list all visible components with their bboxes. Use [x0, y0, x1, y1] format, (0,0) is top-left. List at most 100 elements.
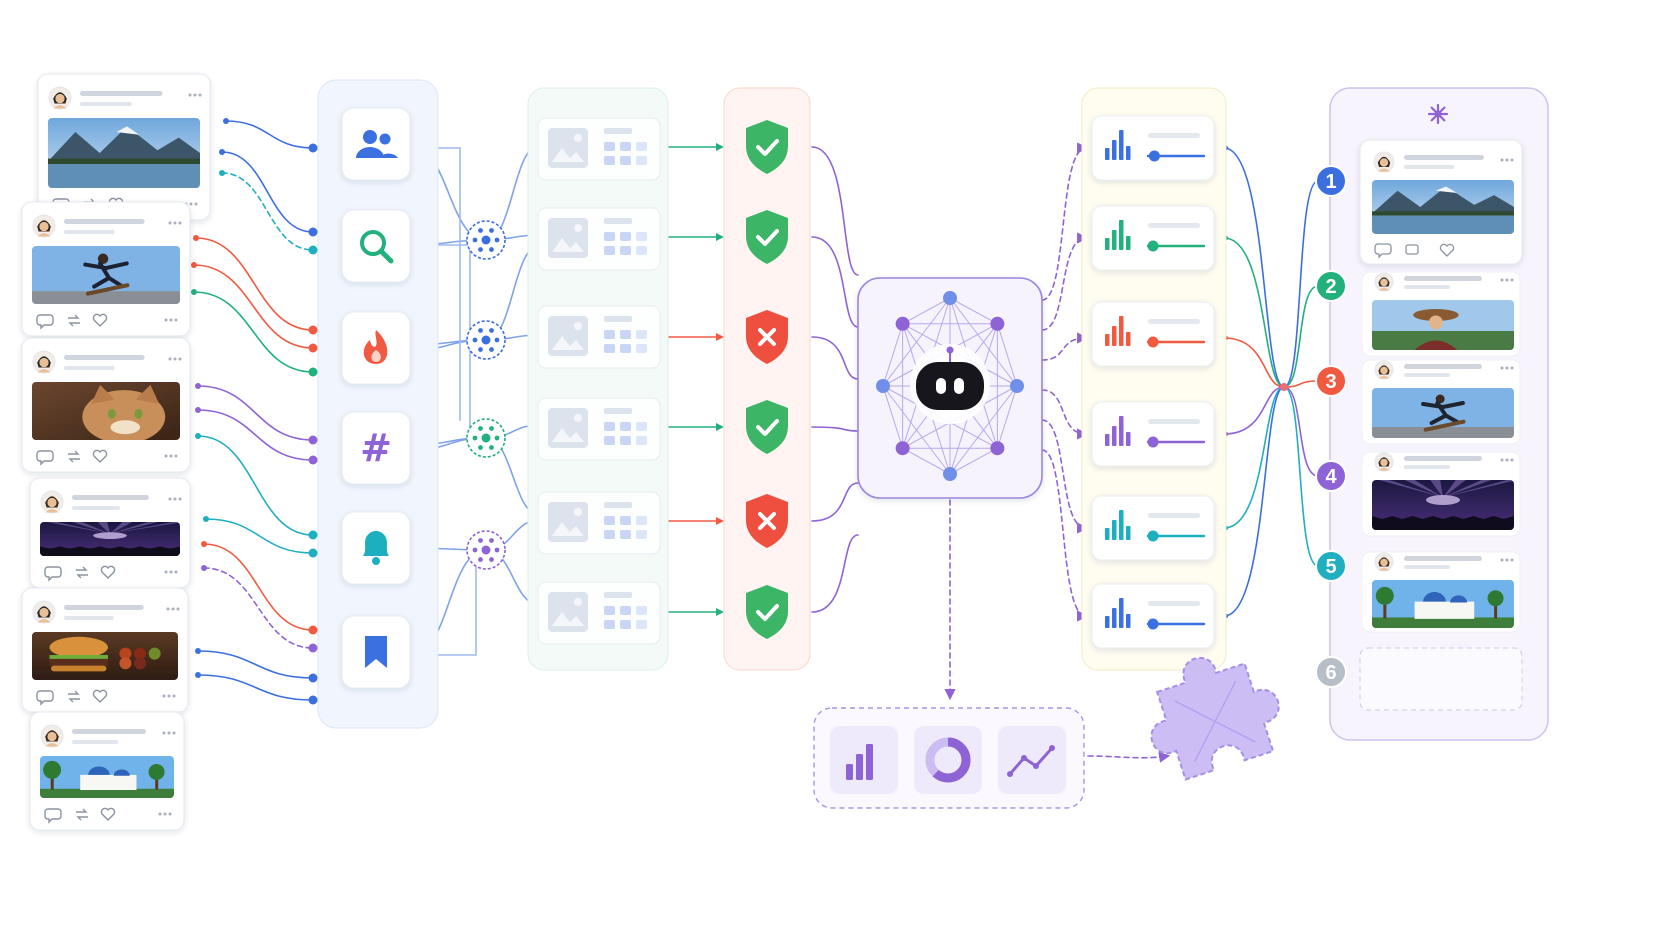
stage-glow	[1425, 495, 1461, 505]
rank-badge-1[interactable]: 1	[1315, 165, 1347, 197]
feature-card[interactable]	[537, 207, 661, 271]
grid-cell	[636, 422, 647, 431]
feed-post-row[interactable]	[1361, 451, 1521, 537]
stage-light	[1404, 480, 1443, 498]
feature-card[interactable]	[537, 305, 661, 369]
puzzle-icon[interactable]	[1132, 638, 1292, 785]
rank-badge-2[interactable]: 2	[1315, 270, 1347, 302]
grid-cell	[620, 606, 631, 615]
signal-tile-bookmark[interactable]	[341, 615, 411, 689]
score-slider-handle	[1147, 336, 1159, 348]
puzzle-piece	[1150, 656, 1280, 781]
signal-tile-flame[interactable]	[341, 311, 411, 385]
feature-card[interactable]	[537, 581, 661, 645]
bar-chart-icon	[1105, 220, 1131, 250]
ranking-score-card[interactable]	[1091, 583, 1215, 649]
feed-post-row[interactable]	[1361, 551, 1521, 633]
connector-line	[1041, 232, 1089, 331]
grid-cell	[636, 156, 647, 165]
image-glyph-sun	[574, 224, 582, 232]
hat	[1413, 309, 1459, 321]
network-edge	[949, 447, 998, 475]
shield-check-icon[interactable]	[746, 120, 788, 174]
repost-icon	[68, 450, 80, 463]
rank-badge-4[interactable]: 4	[1315, 460, 1347, 492]
source-post-card[interactable]	[37, 73, 211, 221]
shield-shape	[746, 400, 788, 454]
grid-cell	[620, 232, 631, 241]
handle-placeholder	[72, 740, 119, 744]
side-dish	[119, 657, 132, 670]
more-dots	[188, 93, 192, 97]
ai-model-node[interactable]	[857, 277, 1043, 499]
shield-x-icon[interactable]	[746, 494, 788, 548]
shield-check-icon[interactable]	[746, 400, 788, 454]
signal-tile-bell[interactable]	[341, 511, 411, 585]
connector-dot	[308, 143, 318, 153]
source-post-card[interactable]	[29, 711, 185, 831]
palm-trunk	[1383, 596, 1387, 619]
ranked-feed[interactable]: 1 2 3 4 5 6	[1315, 103, 1523, 711]
handle-placeholder	[1404, 165, 1454, 169]
comment-icon	[44, 808, 62, 824]
more-dots	[1500, 458, 1504, 462]
more-dots	[1500, 278, 1504, 282]
grid-cell	[620, 344, 631, 353]
signal-tile-hashtag[interactable]: #	[341, 411, 411, 485]
merge-hub-node[interactable]	[466, 418, 506, 458]
hub-satellite	[489, 426, 494, 431]
hub-satellite	[489, 347, 494, 352]
tile-surface	[914, 726, 982, 794]
shield-x-icon[interactable]	[746, 310, 788, 364]
photo-concert	[40, 522, 180, 556]
badge-number: 2	[1325, 276, 1336, 298]
feature-card[interactable]	[537, 117, 661, 181]
source-post-card[interactable]	[29, 477, 191, 589]
rank-badge-3[interactable]: 3	[1315, 365, 1347, 397]
more-dots	[167, 731, 171, 735]
donut-chart-icon[interactable]	[914, 726, 982, 794]
network-edge	[996, 385, 1018, 449]
source-post-card[interactable]	[21, 587, 189, 713]
photo-santorini	[1372, 580, 1514, 628]
connector-line	[1223, 147, 1285, 388]
handle-placeholder	[64, 616, 114, 620]
feed-post-row[interactable]	[1361, 359, 1521, 445]
ranking-score-card[interactable]	[1091, 301, 1215, 367]
line-chart-icon[interactable]	[998, 726, 1066, 794]
score-slider-handle	[1147, 436, 1159, 448]
merge-hub-node[interactable]	[466, 220, 506, 260]
users-icon	[356, 130, 398, 158]
shield-check-icon[interactable]	[746, 210, 788, 264]
rank-badge-6[interactable]: 6	[1315, 656, 1347, 688]
signal-tile-users[interactable]	[341, 107, 411, 181]
network-node	[990, 441, 1005, 456]
source-post-card[interactable]	[21, 201, 191, 337]
avatar	[32, 600, 56, 624]
feed-post-card[interactable]	[1359, 139, 1523, 265]
source-post-card[interactable]	[21, 337, 191, 473]
ranking-score-card[interactable]	[1091, 495, 1215, 561]
ranking-score-card[interactable]	[1091, 401, 1215, 467]
analytics-panel[interactable]	[813, 707, 1085, 809]
bar-chart-icon[interactable]	[830, 726, 898, 794]
signal-tile-search[interactable]	[341, 209, 411, 283]
connector-dot	[308, 455, 318, 465]
ranking-score-card[interactable]	[1091, 115, 1215, 181]
avatar-face	[1380, 366, 1388, 375]
ranking-score-card[interactable]	[1091, 205, 1215, 271]
more-dots	[1510, 458, 1514, 462]
feed-post-row[interactable]	[1361, 271, 1521, 357]
feature-card[interactable]	[537, 397, 661, 461]
connector-line	[1283, 386, 1319, 477]
rank-badge-5[interactable]: 5	[1315, 550, 1347, 582]
moderation-panel	[723, 87, 811, 671]
shield-check-icon[interactable]	[746, 585, 788, 639]
merge-hub-node[interactable]	[466, 320, 506, 360]
merge-hub-node[interactable]	[466, 530, 506, 570]
feature-card[interactable]	[537, 491, 661, 555]
grid-cell	[636, 516, 647, 525]
grid-cell	[636, 606, 647, 615]
connector-dot	[223, 118, 229, 124]
label-placeholder	[604, 128, 632, 134]
